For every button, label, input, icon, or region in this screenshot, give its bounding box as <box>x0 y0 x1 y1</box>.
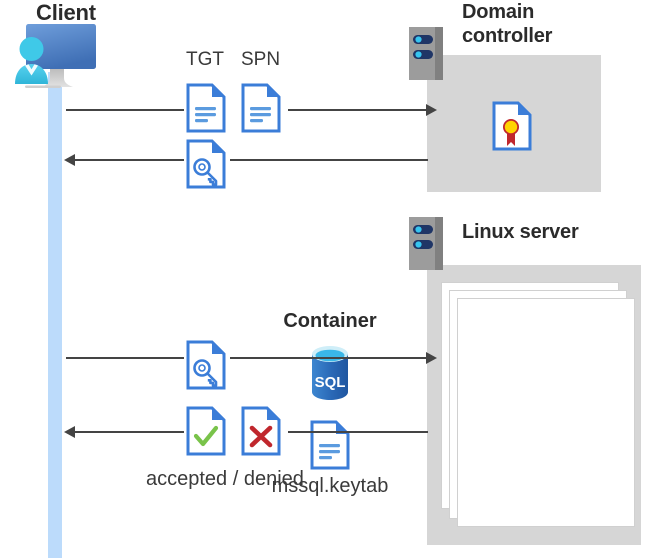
server-rack-icon <box>409 217 443 270</box>
keytab-document-icon <box>0 420 660 472</box>
arrow-dc-to-client-head <box>64 154 75 166</box>
page-title-domain-controller: Domain controller <box>462 1 553 47</box>
client-workstation-icon <box>6 22 114 98</box>
tgt-document-icon <box>186 83 226 133</box>
arrow-client-to-dc-segment-2 <box>288 109 428 111</box>
arrow-dc-to-client-segment-1 <box>74 159 184 161</box>
spn-document-icon <box>241 83 281 133</box>
tgt-label: TGT <box>186 49 224 70</box>
container-title: Container <box>283 310 377 332</box>
key-document-icon <box>186 340 226 390</box>
container-card-front <box>457 298 635 527</box>
accepted-document-icon <box>186 406 226 456</box>
client-lifeline <box>48 72 62 558</box>
arrow-dc-to-client-segment-2 <box>230 159 428 161</box>
keytab-filename-label: mssql.keytab <box>271 475 389 497</box>
arrow-client-to-linux-head <box>426 352 437 364</box>
page-title-linux-server: Linux server <box>462 221 579 243</box>
arrow-client-to-dc-head <box>426 104 437 116</box>
accepted-denied-label: accepted / denied <box>146 468 304 490</box>
arrow-linux-to-client-head <box>64 426 75 438</box>
arrow-client-to-dc-segment-1 <box>66 109 184 111</box>
arrow-client-to-linux-segment-1 <box>66 357 184 359</box>
arrow-client-to-linux-segment-2 <box>230 357 428 359</box>
arrow-linux-to-client-segment-2 <box>288 431 428 433</box>
spn-label: SPN <box>241 49 281 70</box>
page-title-client: Client <box>36 0 96 25</box>
sql-icon-label: SQL <box>315 374 346 391</box>
sql-database-icon: SQL <box>0 345 660 401</box>
server-rack-icon <box>409 27 443 80</box>
certificate-document-icon <box>492 101 532 151</box>
container-stack <box>441 282 635 527</box>
arrow-linux-to-client-segment-1 <box>74 431 184 433</box>
denied-document-icon <box>241 406 281 456</box>
key-document-icon <box>186 139 226 189</box>
